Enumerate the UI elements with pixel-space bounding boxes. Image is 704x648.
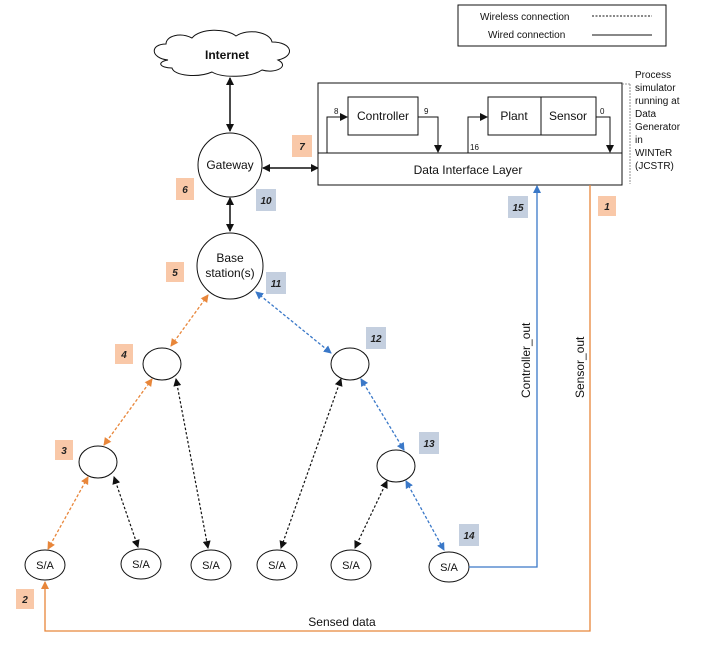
legend-wired-label: Wired connection	[488, 30, 565, 41]
description-line-3: running at	[635, 96, 680, 107]
input-16-wire	[467, 113, 488, 153]
sa-node-5	[330, 549, 372, 581]
legend-box	[457, 4, 667, 47]
router-node-right-lower	[376, 449, 416, 483]
step-badge-5	[166, 262, 184, 282]
wireless-link-router-right-sa4	[279, 378, 343, 549]
output-0-wire	[596, 116, 614, 153]
description-line-4: Data	[635, 109, 657, 120]
wireless-link-lower-sa2	[112, 476, 140, 548]
sa-label-2: S/A	[132, 559, 150, 571]
port-0-label: 0	[600, 107, 605, 116]
step-badge-10	[256, 189, 276, 211]
step-badge-3-label: 3	[61, 446, 67, 457]
port-16-label: 16	[470, 143, 479, 152]
legend: Wireless connection Wired connection	[457, 4, 667, 47]
base-station-label-line2: station(s)	[205, 266, 254, 280]
description-line-2: simulator	[635, 83, 676, 94]
step-badge-4	[115, 344, 133, 364]
port-8-label: 8	[334, 107, 339, 116]
router-node-left	[142, 347, 182, 381]
description-line-7: WINTeR	[635, 148, 672, 159]
sa-label-1: S/A	[36, 560, 54, 572]
step-badge-3	[55, 440, 73, 460]
orange-step-badges: 1 2 3 4 5 6 7	[16, 135, 616, 609]
wireless-link-router-right-lower	[360, 378, 405, 451]
step-badge-14	[459, 524, 479, 546]
step-badge-4-label: 4	[120, 350, 127, 361]
description-line-5: Generator	[635, 122, 681, 133]
wireless-link-lower-sa5	[354, 480, 388, 549]
step-badge-11-label: 11	[271, 279, 282, 290]
base-station-label-line1: Base	[216, 251, 244, 265]
step-badge-13	[419, 432, 439, 454]
description-line-8: (JCSTR)	[635, 161, 674, 172]
step-badge-7-label: 7	[299, 142, 305, 153]
sensor-out-label: Sensor_out	[573, 336, 587, 398]
step-badge-14-label: 14	[463, 531, 475, 542]
step-badge-12	[366, 327, 386, 349]
plant-sensor-box	[487, 96, 597, 136]
blue-step-badges: 10 11 12 13 14 15	[256, 189, 528, 546]
router-node-right	[330, 347, 370, 381]
step-badge-1-label: 1	[604, 202, 610, 213]
sa-node-2	[120, 548, 162, 580]
sensor-out-wire	[41, 185, 591, 632]
input-8-wire	[326, 113, 348, 153]
controller-out-label: Controller_out	[519, 322, 533, 398]
sa-label-3: S/A	[202, 560, 220, 572]
gateway-label: Gateway	[206, 158, 253, 172]
step-badge-12-label: 12	[370, 334, 382, 345]
wireless-link-base-router-right	[255, 291, 332, 354]
plant-label: Plant	[500, 109, 528, 123]
step-badge-10-label: 10	[260, 196, 272, 207]
sa-node-3	[190, 549, 232, 581]
controller-box	[347, 96, 419, 136]
simulator-block: Data Interface Layer Controller Plant Se…	[317, 70, 681, 186]
description-line-1: Process	[635, 70, 671, 81]
step-badge-2-label: 2	[21, 595, 28, 606]
step-badge-1	[598, 196, 616, 216]
wireless-link-lower-sa6	[405, 480, 445, 551]
description-line-6: in	[635, 135, 643, 146]
data-interface-layer-label: Data Interface Layer	[414, 163, 523, 177]
internet-label: Internet	[205, 48, 249, 62]
legend-wireless-label: Wireless connection	[480, 12, 569, 23]
step-badge-6	[176, 178, 194, 200]
wireless-link-router-left-sa3	[173, 378, 211, 549]
controller-out-wire	[469, 185, 541, 568]
step-badge-13-label: 13	[423, 439, 435, 450]
step-badge-5-label: 5	[172, 268, 178, 279]
internet-cloud: Internet	[153, 29, 290, 77]
controller-label: Controller	[357, 109, 409, 123]
sa-node-1	[24, 549, 66, 581]
wireless-link-base-router-left	[170, 294, 209, 347]
port-9-label: 9	[424, 107, 429, 116]
sensor-actuator-nodes: S/A S/A S/A S/A S/A S/A	[24, 548, 470, 583]
step-badge-7	[292, 135, 312, 157]
sensed-data-label: Sensed data	[308, 615, 376, 629]
step-badge-2	[16, 589, 34, 609]
sensor-label: Sensor	[549, 109, 587, 123]
step-badge-15	[508, 196, 528, 218]
router-node-left-lower	[78, 445, 118, 479]
step-badge-6-label: 6	[182, 185, 188, 196]
wireless-link-lower-sa1	[47, 476, 89, 550]
step-badge-15-label: 15	[512, 203, 524, 214]
output-9-wire	[418, 116, 442, 153]
wireless-link-router-left-lower	[103, 378, 153, 446]
base-station-node	[196, 232, 264, 300]
sa-node-4	[256, 549, 298, 581]
sa-label-4: S/A	[268, 560, 286, 572]
sa-label-5: S/A	[342, 560, 360, 572]
step-badge-11	[266, 272, 286, 294]
sa-label-6: S/A	[440, 562, 458, 574]
